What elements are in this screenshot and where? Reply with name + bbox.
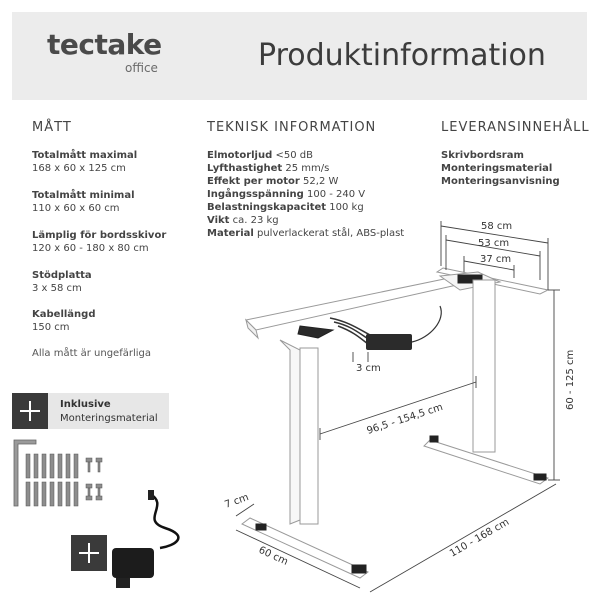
spec-label: Stödplatta	[32, 270, 92, 281]
brand-logo-sub: office	[125, 61, 158, 75]
tech-item: Elmotorljud <50 dB	[207, 150, 313, 161]
control-box-icon	[329, 305, 442, 350]
tech-item: Ingångsspänning 100 - 240 V	[207, 189, 366, 200]
spec-label: Totalmått minimal	[32, 190, 135, 201]
plus-icon-adapter	[71, 535, 107, 571]
tech-item: Effekt per motor 52,2 W	[207, 176, 339, 187]
page-title: Produktinformation	[258, 38, 546, 73]
header-banner	[12, 12, 587, 100]
spec-total-min: Totalmått minimal 110 x 60 x 60 cm	[32, 189, 135, 215]
dim-height: 60 - 125 cm	[565, 350, 576, 410]
section-heading-leverans: LEVERANSINNEHÅLL	[441, 120, 590, 135]
spec-value: 150 cm	[32, 322, 70, 333]
spec-cable-length: Kabellängd 150 cm	[32, 308, 95, 334]
dim-inner: 96,5 - 154,5 cm	[366, 402, 445, 437]
screws-icon	[25, 453, 103, 507]
dimension-lines	[235, 221, 560, 593]
dim-53: 53 cm	[478, 238, 509, 249]
included-banner: Inklusive Monteringsmaterial	[12, 393, 169, 429]
spec-label: Totalmått maximal	[32, 150, 138, 161]
tech-item: Vikt ca. 23 kg	[207, 215, 279, 226]
spec-total-max: Totalmått maximal 168 x 60 x 125 cm	[32, 149, 137, 175]
delivery-item: Monteringsmaterial	[441, 163, 553, 174]
included-sub: Monteringsmaterial	[60, 413, 158, 424]
dimensions-note: Alla mått är ungefärliga	[32, 348, 151, 359]
spec-label: Lämplig för bordsskivor	[32, 230, 167, 241]
dim-60: 60 cm	[257, 545, 290, 568]
dim-7: 7 cm	[223, 492, 250, 511]
plus-icon	[12, 393, 48, 429]
brand-logo: tectake	[47, 28, 162, 61]
spec-tabletop: Lämplig för bordsskivor 120 x 60 - 180 x…	[32, 229, 166, 255]
allen-key-icon	[13, 439, 37, 507]
tech-item: Material pulverlackerat stål, ABS-plast	[207, 228, 405, 239]
spec-value: 110 x 60 x 60 cm	[32, 203, 120, 214]
spec-support-plate: Stödplatta 3 x 58 cm	[32, 269, 92, 295]
frame-drawing	[241, 267, 550, 579]
delivery-item: Monteringsanvisning	[441, 176, 560, 187]
technical-list: Elmotorljud <50 dB Lyfthastighet 25 mm/s…	[207, 149, 404, 240]
delivery-item: Skrivbordsram	[441, 150, 524, 161]
power-adapter-icon	[112, 490, 180, 588]
dim-width: 110 - 168 cm	[448, 517, 511, 560]
section-heading-teknisk: TEKNISK INFORMATION	[207, 120, 377, 135]
dim-37: 37 cm	[480, 254, 511, 265]
delivery-list: Skrivbordsram Monteringsmaterial Monteri…	[441, 149, 560, 188]
section-heading-matt: MÅTT	[32, 120, 72, 135]
tech-item: Lyfthastighet 25 mm/s	[207, 163, 330, 174]
dim-3: 3 cm	[356, 363, 381, 374]
spec-value: 168 x 60 x 125 cm	[32, 163, 126, 174]
dim-58: 58 cm	[481, 221, 512, 232]
spec-value: 3 x 58 cm	[32, 283, 82, 294]
tech-item: Belastningskapacitet 100 kg	[207, 202, 364, 213]
included-title: Inklusive	[60, 399, 111, 410]
spec-value: 120 x 60 - 180 x 80 cm	[32, 243, 149, 254]
spec-label: Kabellängd	[32, 309, 96, 320]
